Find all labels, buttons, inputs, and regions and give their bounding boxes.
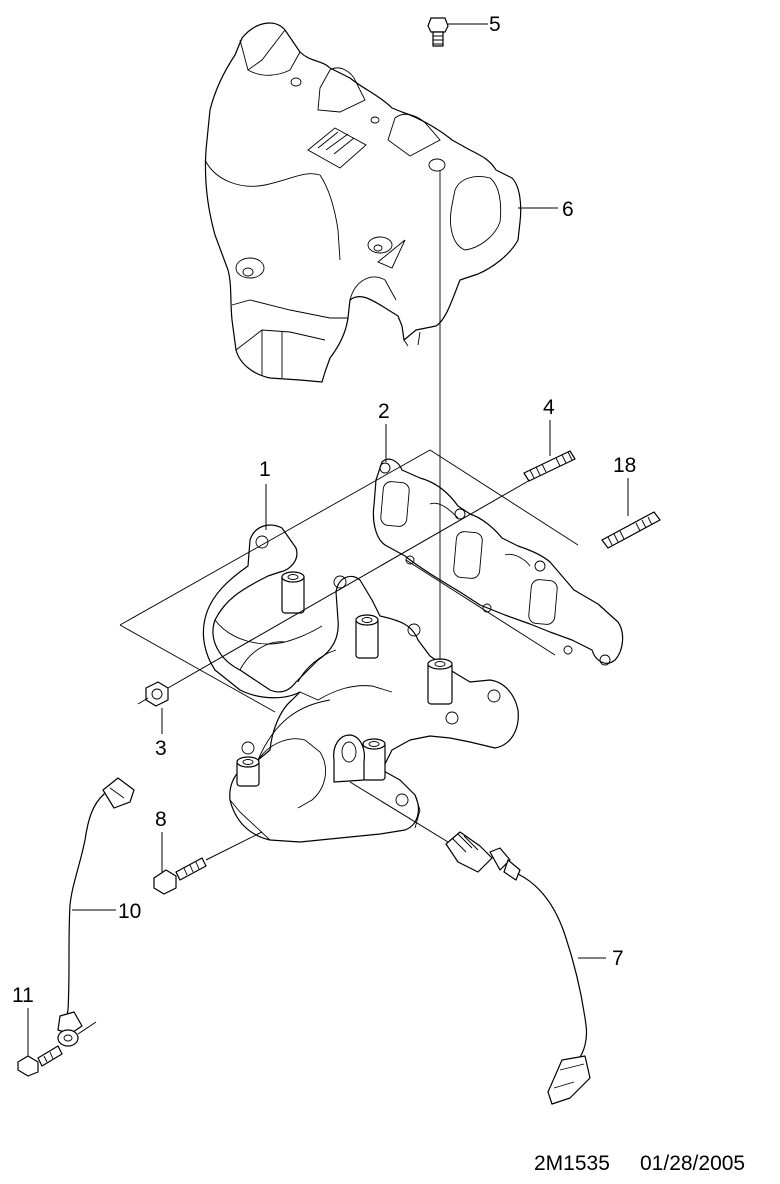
bolt-part-8[interactable]	[153, 857, 207, 895]
nut-axis-line	[137, 697, 149, 705]
bolt-part-5[interactable]	[427, 17, 449, 47]
callout-8: 8	[155, 808, 167, 831]
callout-labels: 5 6 2 4 18 1 3 8 10 7 11	[12, 13, 636, 1007]
oxygen-sensor-part-7[interactable]	[445, 831, 591, 1105]
wire-axis-line	[77, 1021, 97, 1035]
nut-part-3[interactable]	[145, 681, 169, 707]
stud-axis-line	[167, 479, 531, 689]
alignment-plane-lines	[119, 170, 579, 713]
sensor-wire-part-10[interactable]	[57, 777, 135, 1047]
heat-shield-part-6[interactable]	[204, 22, 522, 383]
callout-18: 18	[613, 454, 636, 477]
drawing-date: 01/28/2005	[640, 1152, 745, 1175]
callout-6: 6	[562, 198, 574, 221]
sensor-axis-line	[349, 781, 449, 843]
bolt-part-11[interactable]	[17, 1045, 63, 1077]
callout-3: 3	[155, 737, 167, 760]
callout-leaders	[27, 23, 629, 1056]
stud-part-4[interactable]	[523, 450, 576, 482]
callout-7: 7	[612, 947, 624, 970]
callout-1: 1	[259, 458, 271, 481]
callout-5: 5	[489, 13, 501, 36]
manifold-gasket-part-2[interactable]	[372, 458, 624, 666]
exhaust-manifold-part-1[interactable]	[202, 524, 519, 843]
callout-11: 11	[12, 984, 34, 1007]
callout-2: 2	[378, 400, 390, 423]
drawing-code: 2M1535	[534, 1152, 610, 1175]
stud-part-18[interactable]	[601, 511, 661, 549]
bolt-8-axis-line	[205, 831, 263, 861]
callout-4: 4	[543, 396, 555, 419]
drawing-footer: 2M1535 01/28/2005	[534, 1152, 745, 1175]
callout-10: 10	[118, 900, 141, 923]
